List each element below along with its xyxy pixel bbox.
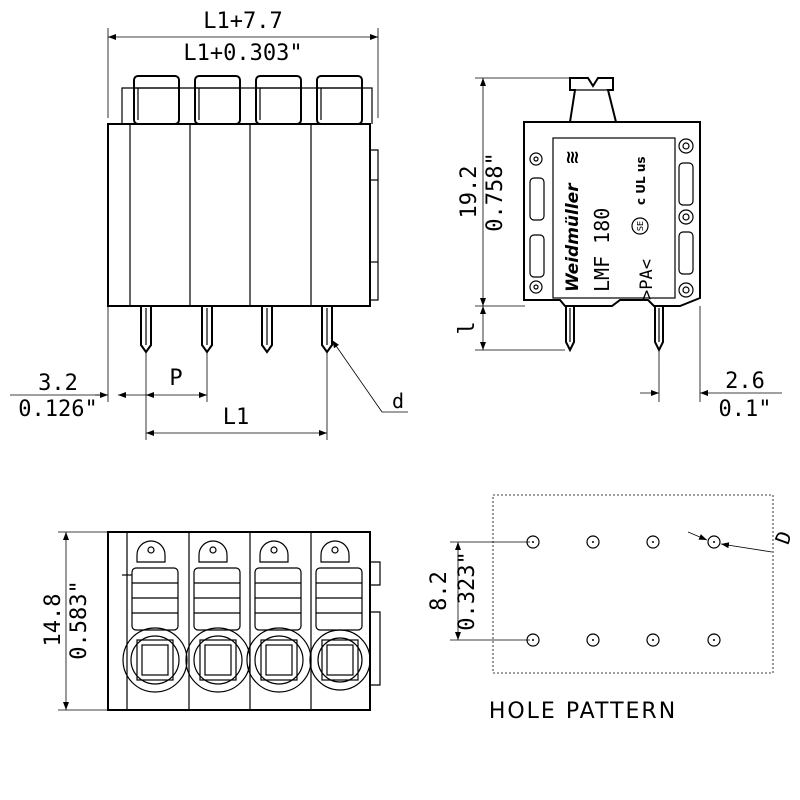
dim-total-width-in: L1+0.303" <box>183 41 302 66</box>
svg-text:SE: SE <box>636 221 645 231</box>
dim-hole-diameter: D <box>770 528 797 548</box>
dim-pin: d <box>392 389 404 413</box>
dim-row-spacing-in: 0.323" <box>455 551 480 630</box>
side-view: 19.2 0.758" l Weidmüller ≋ LMF 180 >PA< <box>455 77 782 422</box>
actuator-2 <box>194 75 241 125</box>
csa-cert-icon: SE <box>631 217 649 235</box>
holes <box>526 535 721 647</box>
dim-height-mm: 19.2 <box>457 166 482 219</box>
bottom-module-1 <box>122 540 188 693</box>
model-name: LMF 180 <box>590 208 614 292</box>
actuator-1 <box>133 75 180 125</box>
bottom-module-4 <box>309 540 371 691</box>
bottom-view: 14.8 0.583" <box>41 531 381 711</box>
front-view: L1+7.7 L1+0.303" <box>10 9 408 440</box>
dim-height-in: 0.758" <box>483 152 508 231</box>
pins-side <box>565 306 664 353</box>
bottom-module-2 <box>185 540 251 693</box>
hole-pattern-title: HOLE PATTERN <box>489 699 677 724</box>
svg-text:c UL us: c UL us <box>634 156 648 205</box>
weidmuller-logo-icon: ≋ <box>562 150 583 165</box>
dim-total-width-mm: L1+7.7 <box>203 9 282 34</box>
dim-depth-mm: 14.8 <box>41 594 66 647</box>
dim-offset-front-in: 0.126" <box>18 397 97 422</box>
dim-offset-side-mm: 2.6 <box>725 369 765 394</box>
dim-row-spacing-mm: 8.2 <box>427 571 452 611</box>
ul-cert-icon: c UL us <box>634 156 648 205</box>
dim-offset-side-in: 0.1" <box>719 397 772 422</box>
actuator-3 <box>255 75 302 125</box>
dim-pitch: P <box>169 366 182 391</box>
actuator-4 <box>316 75 363 125</box>
hole-pattern-view: 8.2 0.323" D HOLE PATTERN <box>427 494 797 724</box>
pins-front <box>140 306 333 354</box>
dim-depth-in: 0.583" <box>67 580 92 659</box>
bottom-module-3 <box>246 540 312 693</box>
dim-length: L1 <box>223 405 250 430</box>
brand-name: Weidmüller <box>563 182 583 292</box>
material-mark: >PA< <box>637 259 657 300</box>
dim-offset-front-mm: 3.2 <box>38 371 78 396</box>
dim-pin-length: l <box>455 321 480 334</box>
